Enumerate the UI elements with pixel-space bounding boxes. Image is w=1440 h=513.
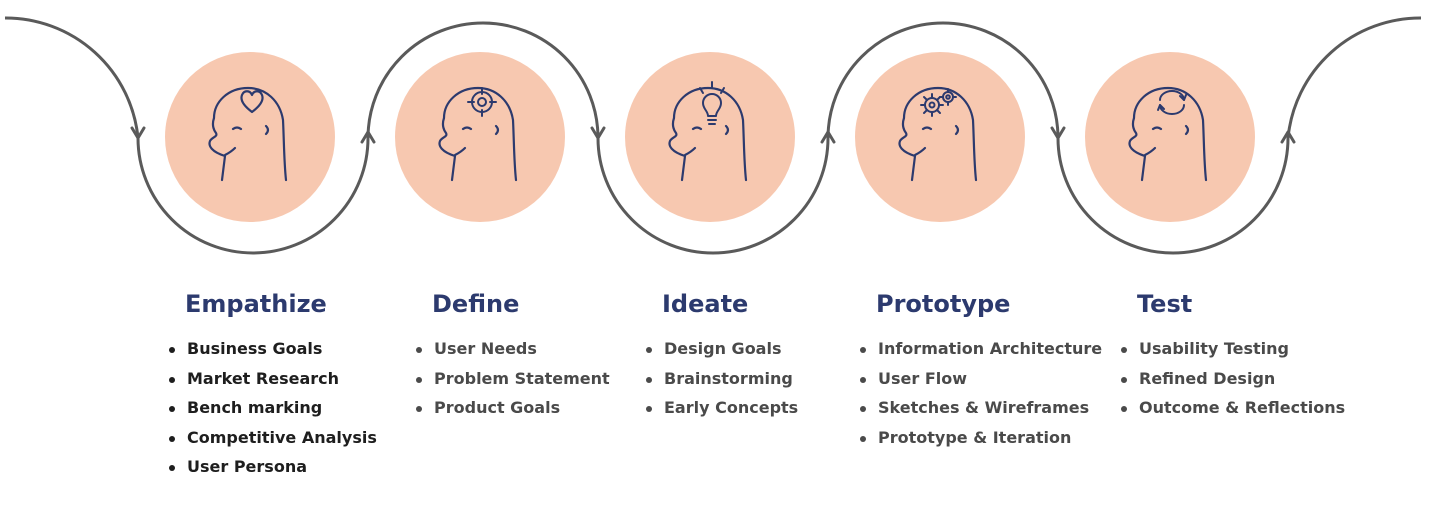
stage-empathize-badge — [165, 52, 335, 222]
flow-arrow-up — [820, 130, 836, 144]
flow-arrow-up — [360, 130, 376, 144]
stage-title: Prototype — [876, 290, 1011, 318]
target-icon — [467, 87, 497, 117]
list-item: User Flow — [860, 364, 1102, 394]
stage-circle — [625, 52, 795, 222]
list-item: Bench marking — [169, 393, 377, 423]
stage-column-prototype: Prototype Information Architecture User … — [860, 290, 1102, 452]
stage-column-test: Test Usability Testing Refined Design Ou… — [1121, 290, 1345, 423]
head-outline-icon — [208, 86, 288, 182]
list-item: Information Architecture — [860, 334, 1102, 364]
list-item: Prototype & Iteration — [860, 423, 1102, 453]
stage-circle — [855, 52, 1025, 222]
stage-column-empathize: Empathize Business Goals Market Research… — [169, 290, 377, 482]
list-item: User Needs — [416, 334, 610, 364]
list-item: Problem Statement — [416, 364, 610, 394]
stage-title: Define — [432, 290, 520, 318]
process-flow-diagram — [4, 16, 1422, 255]
stage-prototype-badge — [855, 52, 1025, 222]
flow-arrow-down — [590, 126, 606, 140]
list-item: Refined Design — [1121, 364, 1345, 394]
list-item: Outcome & Reflections — [1121, 393, 1345, 423]
stage-circle — [1085, 52, 1255, 222]
stage-item-list: Business Goals Market Research Bench mar… — [169, 334, 377, 482]
stage-item-list: Information Architecture User Flow Sketc… — [860, 334, 1102, 452]
list-item: Competitive Analysis — [169, 423, 377, 453]
head-outline-icon — [668, 86, 748, 182]
list-item: Product Goals — [416, 393, 610, 423]
stage-item-list: User Needs Problem Statement Product Goa… — [416, 334, 610, 423]
stage-item-list: Usability Testing Refined Design Outcome… — [1121, 334, 1345, 423]
list-item: Market Research — [169, 364, 377, 394]
flow-arrow-up — [1280, 130, 1296, 144]
stage-title: Test — [1137, 290, 1193, 318]
flow-arrow-down — [130, 126, 146, 140]
list-item: Sketches & Wireframes — [860, 393, 1102, 423]
gears-icon — [920, 88, 957, 117]
stage-title: Empathize — [185, 290, 327, 318]
head-outline-icon — [438, 86, 518, 182]
flow-arrow-down — [1050, 126, 1066, 140]
stage-circle — [395, 52, 565, 222]
list-item: Brainstorming — [646, 364, 798, 394]
stage-ideate-badge — [625, 52, 795, 222]
stage-column-ideate: Ideate Design Goals Brainstorming Early … — [646, 290, 798, 423]
lightbulb-icon — [699, 81, 725, 125]
list-item: Usability Testing — [1121, 334, 1345, 364]
list-item: Design Goals — [646, 334, 798, 364]
stage-item-list: Design Goals Brainstorming Early Concept… — [646, 334, 798, 423]
stage-circle — [165, 52, 335, 222]
refresh-cycle-icon — [1157, 90, 1187, 115]
stage-column-define: Define User Needs Problem Statement Prod… — [416, 290, 610, 423]
stage-title: Ideate — [662, 290, 749, 318]
flow-line — [4, 16, 1422, 255]
stage-define-badge — [395, 52, 565, 222]
heart-icon — [240, 90, 264, 114]
head-outline-icon — [1128, 86, 1208, 182]
list-item: User Persona — [169, 452, 377, 482]
list-item: Early Concepts — [646, 393, 798, 423]
list-item: Business Goals — [169, 334, 377, 364]
stage-test-badge — [1085, 52, 1255, 222]
head-outline-icon — [898, 86, 978, 182]
